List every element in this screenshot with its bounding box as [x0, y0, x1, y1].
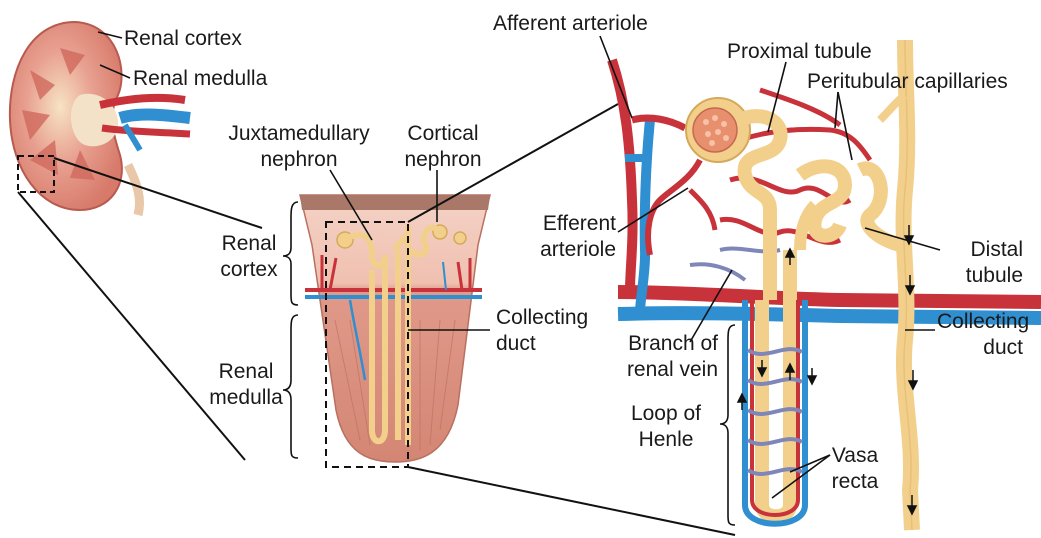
label-juxtamedullary-line1: Juxtamedullary [214, 122, 384, 146]
label-afferent-arteriole: Afferent arteriole [493, 12, 648, 36]
label-distal-line2: tubule [935, 264, 1023, 288]
label-efferent-line2: arteriole [506, 238, 616, 262]
label-renal-cortex-line1: Renal [216, 232, 282, 256]
label-collecting-duct-mid-line1: Collecting [496, 306, 588, 330]
label-peritubular-capillaries: Peritubular capillaries [807, 70, 1008, 94]
label-renal-medulla-line1: Renal [206, 360, 286, 384]
label-collecting-duct-mid-line2: duct [496, 332, 536, 356]
label-renal-cortex-line2: cortex [216, 258, 282, 282]
label-renal-cortex-top: Renal cortex [124, 27, 242, 51]
label-vasa-line2: recta [825, 470, 885, 494]
label-branch-line1: Branch of [590, 332, 718, 356]
label-efferent-line1: Efferent [506, 212, 616, 236]
label-juxtamedullary-line2: nephron [214, 148, 384, 172]
label-loop-line2: Henle [616, 428, 716, 452]
label-proximal-tubule: Proximal tubule [727, 40, 872, 64]
label-collecting-duct-right-line2: duct [937, 336, 1023, 360]
label-loop-line1: Loop of [616, 402, 716, 426]
label-renal-medulla-top: Renal medulla [133, 67, 267, 91]
wedge-braces [283, 202, 298, 458]
kidney-wedge [300, 195, 490, 467]
label-vasa-line1: Vasa [825, 444, 885, 468]
label-collecting-duct-right-line1: Collecting [937, 310, 1029, 334]
label-renal-medulla-line2: medulla [206, 386, 286, 410]
label-cortical-line2: nephron [398, 148, 488, 172]
label-cortical-line1: Cortical [398, 122, 488, 146]
label-branch-line2: renal vein [590, 358, 718, 382]
label-distal-line1: Distal [935, 238, 1023, 262]
